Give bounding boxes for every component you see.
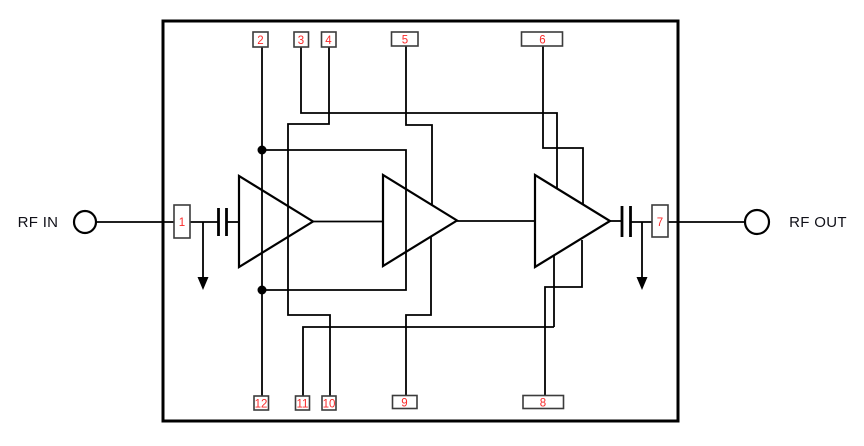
bias-wiring-bottom <box>302 237 583 396</box>
ground-arrowhead-icon <box>636 277 648 290</box>
pin-9-box <box>391 394 418 410</box>
pin-2-box <box>252 31 269 48</box>
signal-path-wires <box>96 220 746 223</box>
pin-3-box <box>293 31 310 48</box>
pin-4-label: 4 <box>325 35 332 47</box>
pin-7-box <box>651 204 669 238</box>
pin-6-label: 6 <box>539 35 545 47</box>
pin-7-label: 7 <box>657 217 663 229</box>
dc-block-capacitor-output <box>620 206 632 237</box>
pin-3-label: 3 <box>298 35 304 47</box>
dc-block-capacitor-input <box>217 208 228 236</box>
rf-in-port-circle <box>72 209 98 235</box>
wire-stage3-pin8-route <box>544 240 583 395</box>
ground-arrow-input <box>197 222 209 290</box>
wire-stage2-pin9-route <box>405 237 432 396</box>
pin-5-box <box>390 31 419 47</box>
ground-arrow-output <box>636 222 648 290</box>
pin-10-label: 10 <box>323 399 336 411</box>
rf-in-label: RF IN <box>18 214 59 231</box>
pin-12-label: 12 <box>255 399 268 411</box>
ground-arrowhead-icon <box>197 277 209 290</box>
rf-out-label: RF OUT <box>789 214 847 231</box>
pin-8-label: 8 <box>540 398 546 410</box>
pin-5-label: 5 <box>402 35 408 47</box>
wire-bias-loop <box>262 149 407 291</box>
pin-4-box <box>320 31 337 48</box>
pin-1-box <box>173 204 191 239</box>
pin-11-label: 11 <box>297 399 309 411</box>
pin-9-label: 9 <box>401 398 407 410</box>
pin-1-label: 1 <box>179 217 185 229</box>
wire-pin4-pin10-route <box>287 47 331 396</box>
pin-6-box <box>520 31 564 47</box>
wire-pin11-rail <box>302 326 554 396</box>
pin-11-box <box>294 395 311 411</box>
junction-dot-bottom <box>257 285 267 295</box>
wire-pin5-route <box>405 46 433 205</box>
pin-boxes: 1 2 3 4 5 6 7 8 9 10 11 12 <box>173 31 669 411</box>
junction-dot-top <box>257 145 267 155</box>
pin-12-box <box>253 395 270 411</box>
pin-2-label: 2 <box>257 35 263 47</box>
pin-8-box <box>522 394 565 410</box>
wire-pin3-route <box>300 47 558 188</box>
wire-pin6-route <box>542 46 584 204</box>
amplifier-stage-2 <box>381 173 460 268</box>
bias-wiring-top <box>261 46 584 396</box>
rf-out-port-circle <box>743 208 771 236</box>
pin-10-box <box>321 395 337 411</box>
